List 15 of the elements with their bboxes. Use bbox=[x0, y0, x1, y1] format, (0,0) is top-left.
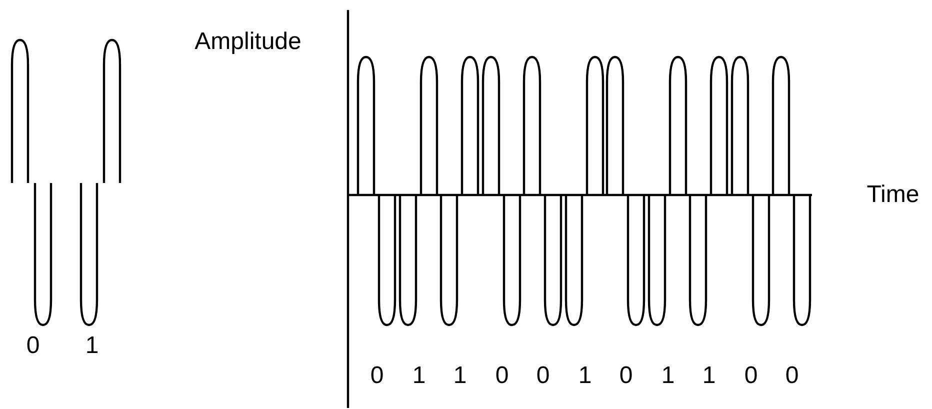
bit-label: 0 bbox=[26, 334, 40, 358]
bit-label: 1 bbox=[661, 364, 675, 388]
bit-label: 1 bbox=[453, 364, 467, 388]
bit-label: 0 bbox=[536, 364, 550, 388]
bit-label: 0 bbox=[744, 364, 758, 388]
bit-label: 1 bbox=[412, 364, 426, 388]
bit-label: 0 bbox=[495, 364, 509, 388]
bit-label: 1 bbox=[702, 364, 716, 388]
bit-label: 0 bbox=[619, 364, 633, 388]
bit-label: 1 bbox=[578, 364, 592, 388]
axis-label: Time bbox=[866, 183, 920, 207]
bit-label: 0 bbox=[785, 364, 799, 388]
bit-label: 1 bbox=[85, 334, 99, 358]
bit-label: 0 bbox=[370, 364, 384, 388]
axis-label: Amplitude bbox=[194, 30, 302, 54]
